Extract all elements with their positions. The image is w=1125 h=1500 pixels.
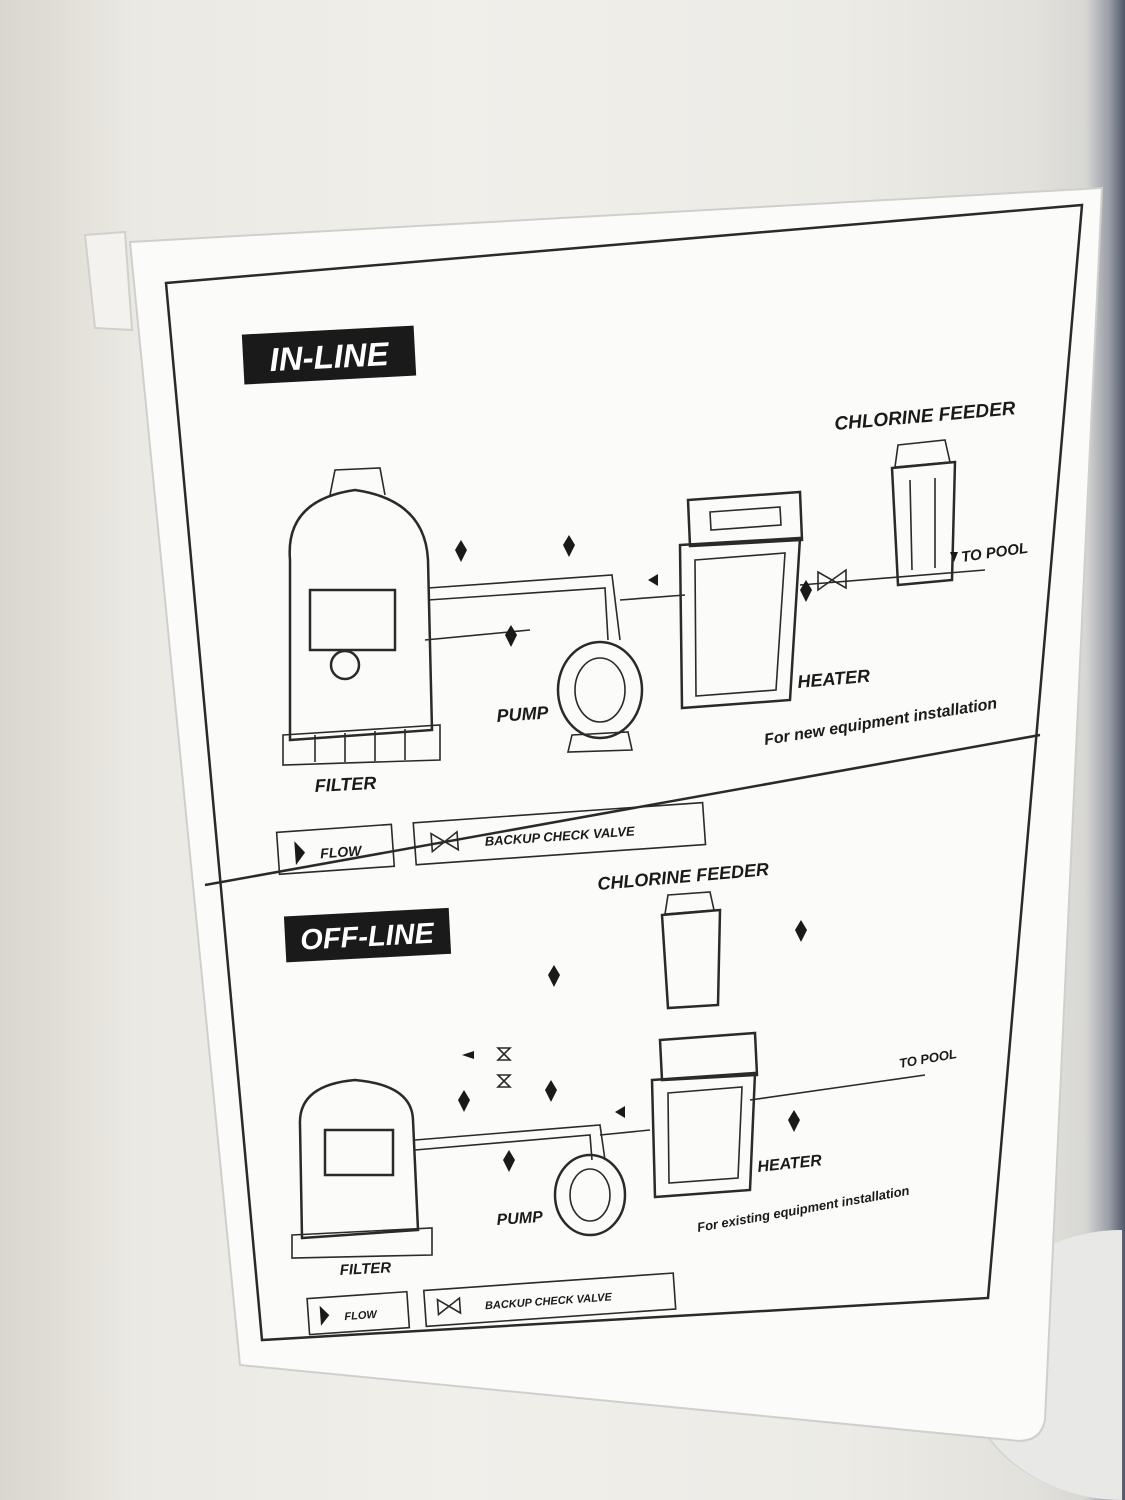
pump-label: PUMP (496, 1209, 544, 1229)
section-divider (204, 733, 1041, 887)
flow-arrow-icon (294, 841, 306, 866)
flow-legend-box (275, 823, 396, 876)
flow-legend-label: FLOW (344, 1309, 379, 1323)
clip-tab (83, 230, 134, 332)
valve-legend-box (412, 801, 707, 866)
pipe (414, 1074, 926, 1161)
filter-label: FILTER (339, 1259, 391, 1279)
check-valve-icon (436, 1296, 462, 1317)
label-border (164, 203, 1084, 1342)
sticker-body (128, 186, 1104, 1442)
pipe (799, 569, 986, 586)
flow-arrow-icon (319, 1305, 330, 1326)
chlorine-feeder-icon (890, 439, 957, 587)
check-valve-icon (496, 1047, 512, 1088)
check-valve-icon (430, 830, 460, 854)
heater-icon (650, 1031, 759, 1199)
filter-icon (291, 1078, 433, 1259)
heater-icon (678, 490, 804, 710)
pump-icon (556, 640, 644, 753)
flow-arrows (458, 920, 807, 1172)
pipe (427, 574, 621, 641)
flow-legend-box (306, 1290, 411, 1336)
inline-title: IN-LINE (269, 335, 391, 378)
inline-title-badge (241, 325, 417, 385)
offline-title: OFF-LINE (300, 918, 437, 957)
pump-label: PUMP (496, 702, 550, 726)
check-valve-icon (817, 568, 847, 592)
valve-legend-box (422, 1272, 677, 1328)
filter-icon (282, 467, 441, 766)
chlorine-feeder-icon (660, 891, 722, 1010)
flow-legend-label: FLOW (320, 842, 364, 861)
offline-title-badge (283, 907, 452, 963)
pump-icon (553, 1153, 627, 1237)
heater-label: HEATER (757, 1152, 823, 1176)
flow-arrows (455, 535, 958, 647)
filter-label: FILTER (314, 773, 377, 796)
